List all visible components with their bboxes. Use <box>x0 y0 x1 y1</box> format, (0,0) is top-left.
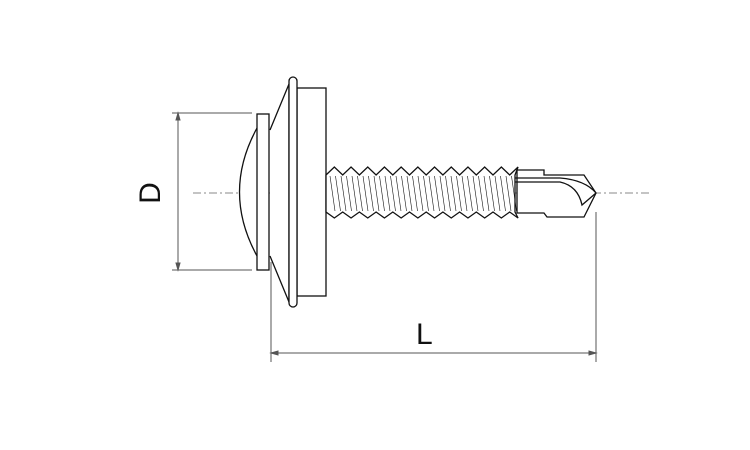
hatch-line <box>384 175 391 212</box>
hatch-line <box>401 175 407 212</box>
dome-head <box>238 127 258 257</box>
hatch-line <box>428 175 435 212</box>
hatch-line <box>489 175 495 212</box>
hatch-line <box>379 175 385 212</box>
hatch-line <box>461 175 468 212</box>
hatch-line <box>329 175 336 212</box>
cone-washer <box>269 83 290 303</box>
hatch-line <box>472 175 479 212</box>
hatch-line <box>467 175 473 212</box>
hatch-line <box>373 175 380 212</box>
thread-shank <box>325 166 519 219</box>
flange <box>296 87 327 297</box>
hatch-line <box>434 175 440 212</box>
length-dimension <box>269 212 598 362</box>
hatch-line <box>395 175 402 212</box>
washer-plate <box>256 113 270 271</box>
hatch-line <box>406 175 413 212</box>
hatch-line <box>450 175 457 212</box>
hatch-line <box>362 175 369 212</box>
thread-hatching <box>329 175 517 212</box>
drill-tip <box>516 169 597 218</box>
hatch-line <box>357 175 363 212</box>
hatch-line <box>340 175 347 212</box>
hatch-line <box>478 175 484 212</box>
hatch-line <box>439 175 446 212</box>
hatch-line <box>390 175 396 212</box>
hatch-line <box>500 175 506 212</box>
hatch-line <box>351 175 358 212</box>
flange-rim <box>288 76 298 308</box>
hatch-line <box>445 175 451 212</box>
hatch-line <box>368 175 374 212</box>
hatch-line <box>456 175 462 212</box>
hatch-line <box>494 175 501 212</box>
length-label: L <box>416 318 433 351</box>
hatch-line <box>412 175 418 212</box>
hatch-line <box>511 175 517 212</box>
hatch-line <box>346 175 352 212</box>
drill-flute <box>509 177 597 207</box>
hatch-line <box>335 175 341 212</box>
hatch-line <box>483 175 490 212</box>
hatch-line <box>423 175 429 212</box>
diameter-label: D <box>133 182 167 204</box>
diameter-dimension <box>172 111 252 272</box>
hatch-line <box>505 175 512 212</box>
hatch-line <box>417 175 424 212</box>
